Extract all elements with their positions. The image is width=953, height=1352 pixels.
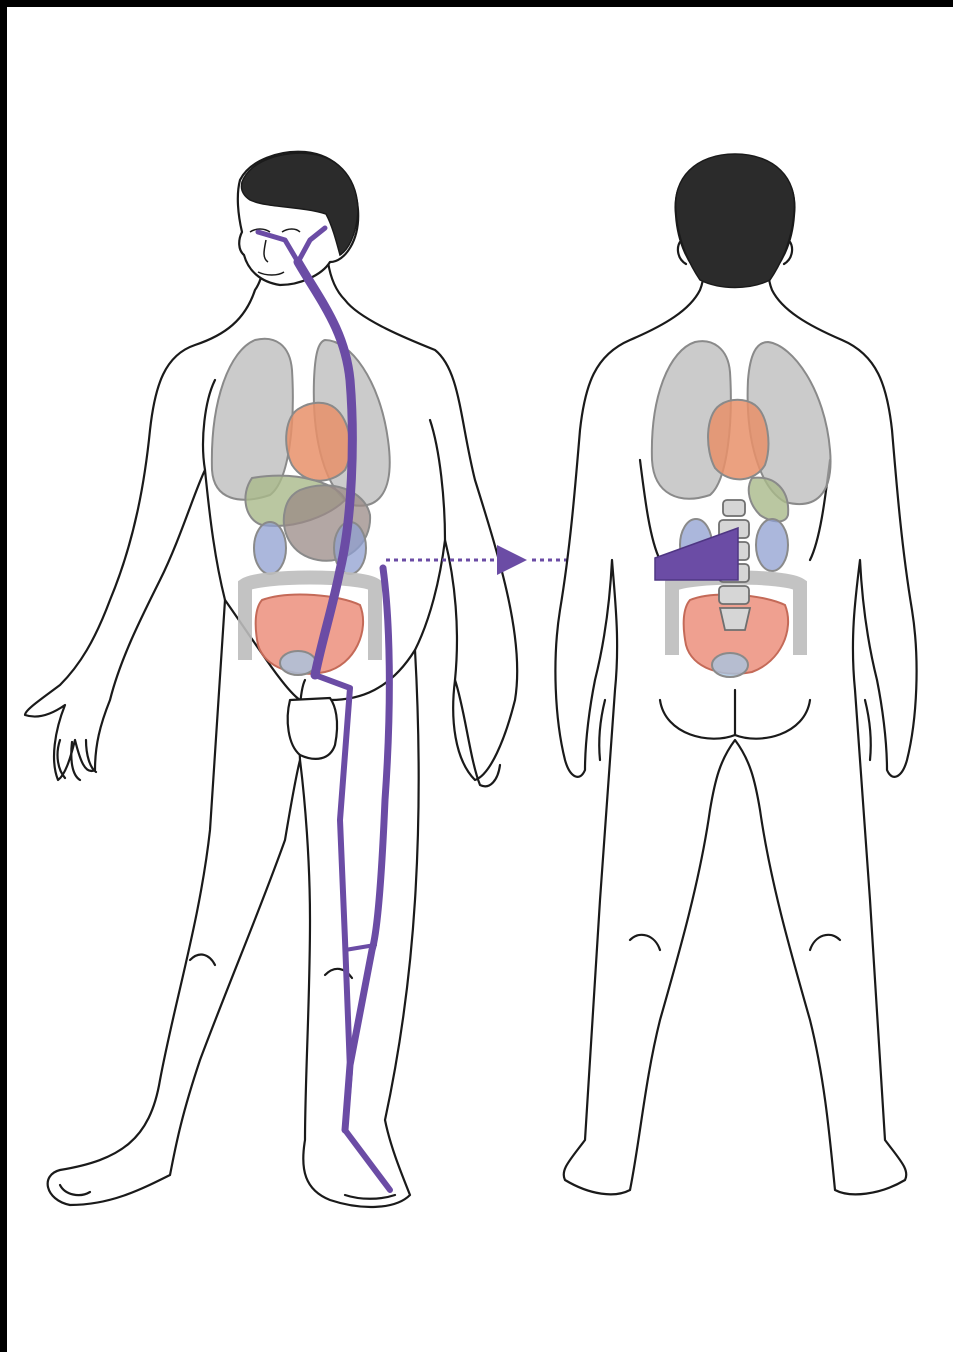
front-body-outline	[25, 152, 517, 1207]
back-view	[555, 154, 916, 1194]
front-bladder-icon	[280, 651, 316, 675]
back-bladder-icon	[712, 653, 748, 677]
back-kidney-right-icon	[756, 519, 788, 571]
front-heart-icon	[286, 403, 350, 481]
back-heart-icon	[708, 400, 768, 480]
front-kidney-left-icon	[254, 522, 286, 574]
back-hair	[676, 154, 795, 288]
